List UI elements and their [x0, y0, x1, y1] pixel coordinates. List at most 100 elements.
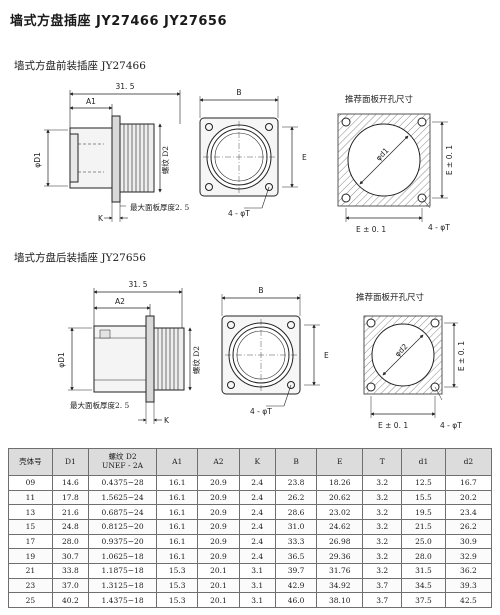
table-cell: 20.62 [316, 489, 364, 506]
table-cell: 14.6 [51, 475, 90, 491]
cutout-holes: 4 - φT [428, 223, 450, 232]
table-cell: 42.9 [274, 577, 318, 594]
table-cell: 20.2 [444, 489, 493, 506]
table-cell: 28.6 [274, 504, 318, 520]
section1-title: 墙式方盘前装插座 JY27466 [14, 60, 146, 72]
table-cell: 24.8 [51, 518, 90, 535]
table-cell: 3.7 [362, 592, 403, 608]
table-cell: 23.02 [316, 504, 364, 520]
table-cell: 15.3 [156, 577, 199, 594]
table-cell: 3.2 [362, 504, 403, 520]
table-cell: 17.8 [51, 489, 90, 506]
table-cell: 3.7 [362, 577, 403, 594]
page-title: 墙式方盘插座 JY27466 JY27656 [10, 14, 228, 29]
table-cell: 29.36 [316, 548, 364, 564]
table-cell: 23 [8, 577, 53, 594]
dim-k: K [164, 416, 170, 425]
table-cell: 2.4 [238, 504, 276, 520]
dim-e: E [302, 153, 307, 162]
table-cell: 2.4 [238, 475, 276, 491]
table-cell: 16.1 [156, 533, 199, 550]
table-cell: 28.0 [51, 533, 90, 550]
table-cell: 15.5 [401, 489, 446, 506]
table-cell: 1.1875−18 [88, 562, 158, 579]
table-cell: 3.2 [362, 548, 403, 564]
table-cell: 3.1 [238, 577, 276, 594]
cutout-e-horizontal: E ± 0. 1 [356, 225, 386, 234]
table-cell: 25.0 [401, 533, 446, 550]
table-cell: 16.1 [156, 489, 199, 506]
cutout-e-vertical: E ± 0. 1 [445, 145, 454, 175]
hole-label: 4 - φT [250, 407, 272, 416]
table-cell: 0.9375−20 [88, 533, 158, 550]
front-view-2 [221, 294, 320, 407]
table-header-cell: 壳体号 [8, 448, 53, 476]
thread-label: 螺纹 D2 [160, 146, 170, 174]
table-cell: 16.1 [156, 504, 199, 520]
table-cell: 23.8 [274, 475, 318, 491]
table-header-cell: d1 [401, 448, 446, 476]
table-cell: 2.4 [238, 548, 276, 564]
table-cell: 34.92 [316, 577, 364, 594]
table-cell: 21 [8, 562, 53, 579]
table-cell: 3.2 [362, 533, 403, 550]
table-cell: 1.5625−24 [88, 489, 158, 506]
dim-k: K [98, 214, 104, 223]
table-cell: 2.4 [238, 533, 276, 550]
table-cell: 31.5 [401, 562, 446, 579]
max-panel-label: 最大面板厚度2. 5 [70, 400, 130, 410]
side-view-2 [68, 288, 192, 424]
table-cell: 40.2 [51, 592, 90, 608]
table-cell: 15 [8, 518, 53, 535]
dim-phi-d1: φD1 [57, 352, 66, 368]
table-cell: 11 [8, 489, 53, 506]
table-cell: 20.1 [197, 592, 240, 608]
table-cell: 15.3 [156, 592, 199, 608]
table-cell: 3.2 [362, 562, 403, 579]
table-cell: 3.2 [362, 489, 403, 506]
table-cell: 33.3 [274, 533, 318, 550]
table-header-cell: D1 [51, 448, 90, 476]
table-cell: 17 [8, 533, 53, 550]
table-cell: 26.2 [444, 518, 493, 535]
dim-a1: A1 [86, 97, 96, 106]
table-cell: 21.5 [401, 518, 446, 535]
table-header-cell: d2 [444, 448, 493, 476]
dim-phi-d1: φD1 [33, 152, 42, 168]
table-cell: 34.5 [401, 577, 446, 594]
table-cell: 1.4375−18 [88, 592, 158, 608]
table-cell: 42.5 [444, 592, 493, 608]
table-cell: 16.1 [156, 475, 199, 491]
table-cell: 3.1 [238, 592, 276, 608]
table-cell: 20.1 [197, 577, 240, 594]
table-cell: 21.6 [51, 504, 90, 520]
table-cell: 20.1 [197, 562, 240, 579]
table-cell: 28.0 [401, 548, 446, 564]
table-cell: 2.4 [238, 518, 276, 535]
table-cell: 31.0 [274, 518, 318, 535]
table-cell: 16.1 [156, 518, 199, 535]
dim-a2: A2 [115, 297, 125, 306]
table-cell: 19 [8, 548, 53, 564]
panel-cutout-1 [337, 113, 448, 222]
table-cell: 30.9 [444, 533, 493, 550]
table-cell: 20.9 [197, 518, 240, 535]
table-cell: 09 [8, 475, 53, 491]
dim-31-5: 31. 5 [128, 280, 147, 289]
table-cell: 3.2 [362, 475, 403, 491]
table-cell: 46.0 [274, 592, 318, 608]
cutout-e-horizontal: E ± 0. 1 [378, 421, 408, 430]
table-cell: 1.3125−18 [88, 577, 158, 594]
section2-title: 墙式方盘后装插座 JY27656 [14, 252, 146, 264]
table-cell: 20.9 [197, 489, 240, 506]
side-view-1 [44, 90, 181, 222]
table-header-cell: A2 [197, 448, 240, 476]
